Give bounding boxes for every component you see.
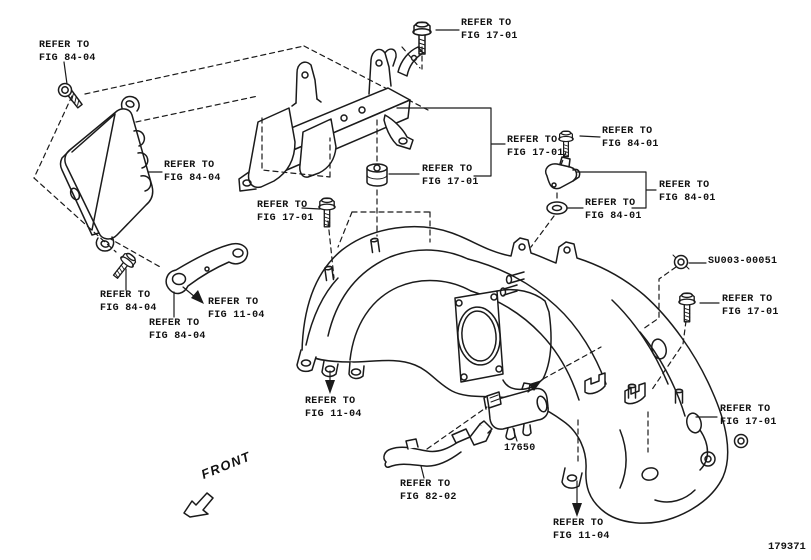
wire-harness-drawing (383, 420, 493, 468)
callout-label-manifold-right: REFER TO FIG 17-01 (720, 404, 777, 428)
mounting-bracket-drawing (238, 46, 424, 192)
projection-lines (33, 45, 429, 269)
callout-arrows (191, 290, 582, 517)
callout-label-o-ring: REFER TO FIG 84-01 (585, 198, 642, 222)
callout-label-bracket-mid: REFER TO FIG 17-01 (507, 135, 564, 159)
callout-label-wire-harness: REFER TO FIG 82-02 (400, 479, 457, 503)
collar-bushing-drawing (366, 163, 388, 187)
callout-label-bolt-top: REFER TO FIG 17-01 (461, 18, 518, 42)
grommet-drawing (672, 254, 690, 270)
throttle-body-drawing (454, 288, 552, 391)
callout-label-manifold-bolt-right: REFER TO FIG 17-01 (722, 294, 779, 318)
callout-label-collar-bushing: REFER TO FIG 17-01 (422, 164, 479, 188)
front-arrow-icon (183, 492, 214, 518)
arrow-down-left-manifold (325, 380, 335, 394)
intake-manifold-drawing (296, 225, 749, 524)
callout-label-sensor-assembly: REFER TO FIG 84-01 (659, 180, 716, 204)
part-number-label-17650: 17650 (504, 443, 536, 454)
callout-label-manifold-left-mount: REFER TO FIG 11-04 (305, 396, 362, 420)
callout-label-manifold-bottom-mount: REFER TO FIG 11-04 (553, 518, 610, 542)
screw-drawing-top-left (57, 82, 83, 109)
bolt-drawing-lower-left (108, 250, 139, 283)
callout-label-manifold-bolt-left: REFER TO FIG 17-01 (257, 200, 314, 224)
callout-label-sensor-bolt: REFER TO FIG 84-01 (602, 126, 659, 150)
callout-label-bracket-arm-mount: REFER TO FIG 11-04 (208, 297, 265, 321)
figure-number: 179371 (768, 541, 806, 553)
callout-label-ecu-module: REFER TO FIG 84-04 (164, 160, 221, 184)
o-ring-drawing (546, 201, 568, 215)
assembly-dashed-lines (261, 46, 687, 466)
bolt-drawing-manifold-right (678, 292, 696, 323)
vacuum-sensor-drawing (545, 156, 581, 190)
bracket-arm-drawing (165, 243, 249, 295)
vsv-valve-drawing (483, 382, 549, 441)
callout-label-bracket-arm: REFER TO FIG 84-04 (149, 318, 206, 342)
callout-label-bolt-lower-left: REFER TO FIG 84-04 (100, 290, 157, 314)
leader-lines (63, 29, 720, 504)
part-number-label-su003-00051: SU003-00051 (708, 256, 778, 267)
bolt-drawing-manifold-left (318, 197, 336, 228)
ecu-module-drawing (59, 95, 154, 252)
arrow-down-bottom-manifold (572, 503, 582, 517)
arrow-bracket-arm (191, 290, 204, 304)
arrow-vsv-valve (529, 380, 542, 391)
callout-label-screw-top-left: REFER TO FIG 84-04 (39, 40, 96, 64)
